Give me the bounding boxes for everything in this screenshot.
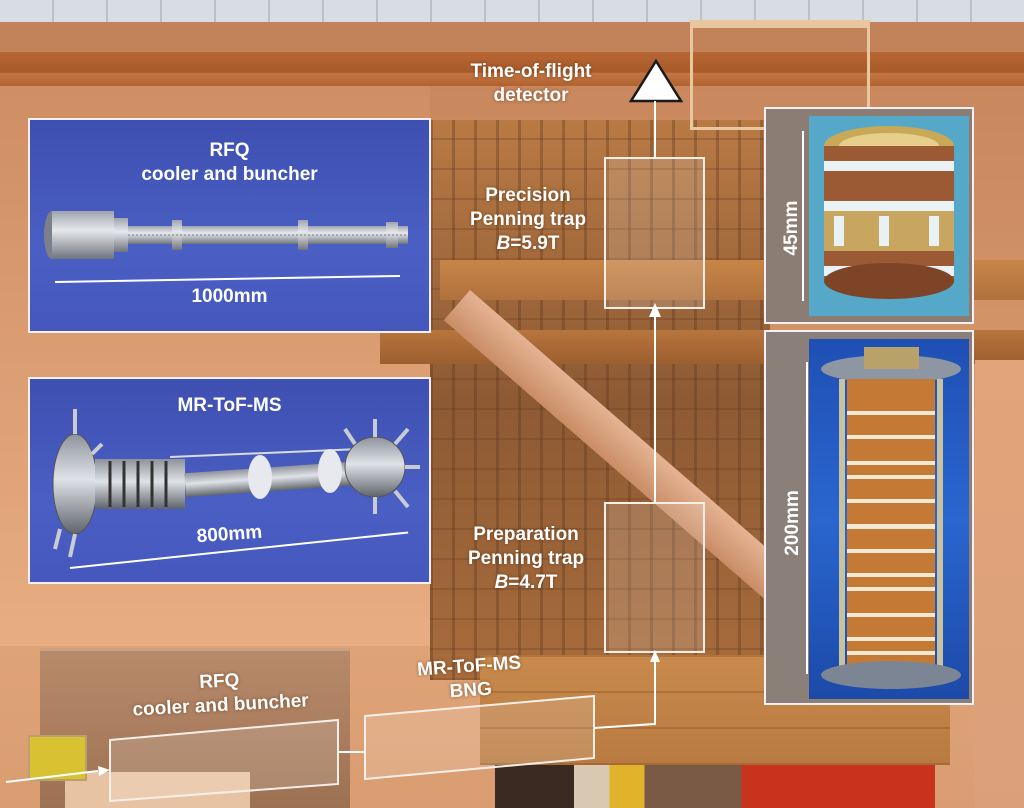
preparation-trap-label: Preparation Penning trap B=4.7T xyxy=(446,523,606,595)
right-wall xyxy=(975,360,1024,808)
rfq-scale-bar xyxy=(54,274,400,283)
precision-scale-label: 45mm xyxy=(781,200,802,256)
beam-arrow-to-detector xyxy=(654,101,656,157)
preparation-scale-label: 200mm xyxy=(782,490,803,556)
precision-scale-bar xyxy=(802,131,804,301)
precision-field-value: B=5.9T xyxy=(496,233,560,254)
mr-tof-device-image xyxy=(52,409,420,558)
prep-field-value: B=4.7T xyxy=(494,572,558,593)
precision-trap-photo-inset: 45mm xyxy=(764,107,974,324)
white-cabinet xyxy=(65,772,250,808)
prep-label-line1: Preparation xyxy=(473,524,579,545)
precision-label-line2: Penning trap xyxy=(469,209,587,230)
precision-trap-label: Precision Penning trap B=5.9T xyxy=(448,184,608,256)
mr-tof-inset-panel: MR-ToF-MS 800mm xyxy=(28,377,431,584)
precision-trap-highlight-box xyxy=(604,157,705,309)
rfq-device-image xyxy=(44,211,408,259)
ceiling-windows xyxy=(0,0,1024,22)
rfq-inset-panel: RFQ cooler and buncher 1000mm xyxy=(28,118,431,333)
preparation-trap-photo-inset: 200mm xyxy=(764,330,974,705)
precision-label-line1: Precision xyxy=(485,185,571,206)
precision-trap-image xyxy=(809,116,969,316)
tof-detector-label: Time-of-flight detector xyxy=(446,60,616,108)
tof-label-line1: Time-of-flight xyxy=(470,61,592,82)
precision-trap-electrode-icon xyxy=(824,126,954,299)
rfq-scale-label: 1000mm xyxy=(191,286,268,307)
beamline-apparatus xyxy=(430,120,770,680)
preparation-trap-highlight-box xyxy=(604,502,705,653)
rfq-inset-subtitle: cooler and buncher xyxy=(141,164,318,185)
storage-shelf xyxy=(495,765,935,808)
preparation-scale-bar xyxy=(806,362,808,674)
preparation-trap-image xyxy=(809,339,969,699)
crane-beam xyxy=(0,52,1024,86)
mr-tof-inset-title: MR-ToF-MS xyxy=(177,395,282,416)
tof-label-line2: detector xyxy=(493,85,569,106)
preparation-trap-electrode-stack-icon xyxy=(821,347,961,689)
arrow-head-icon xyxy=(649,303,661,317)
rfq-inset-title: RFQ xyxy=(209,140,250,161)
prep-label-line2: Penning trap xyxy=(467,548,585,569)
detector-triangle-icon xyxy=(628,58,684,103)
beam-arrow-prep-to-precision xyxy=(654,309,656,502)
